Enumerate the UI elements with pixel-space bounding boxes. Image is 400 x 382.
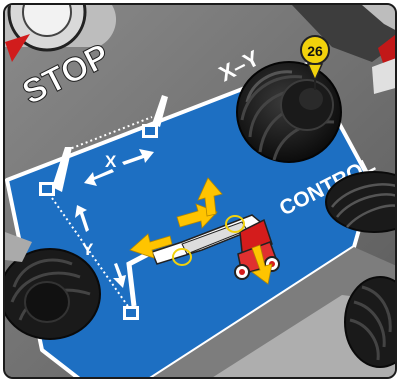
bottom-left-knob-icon[interactable] [5, 249, 100, 339]
callout-number: 26 [307, 43, 323, 59]
control-panel-illustration: STOP X–Y CONTROL 26 [5, 5, 397, 379]
x-axis-label: X [105, 152, 117, 171]
control-panel-frame: STOP X–Y CONTROL 26 [3, 3, 397, 379]
y-axis-label: Y [82, 240, 94, 259]
xy-joystick-icon[interactable] [237, 62, 341, 162]
